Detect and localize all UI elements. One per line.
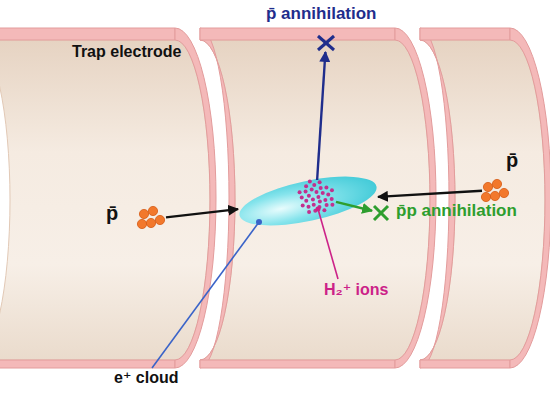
positron-cloud: e⁺ cloudH₂⁺ ions <box>238 172 378 230</box>
antiproton-dot <box>148 206 157 215</box>
antiproton-dot <box>490 191 499 200</box>
electrode-rim <box>420 360 510 368</box>
ion-dot <box>304 189 308 193</box>
arrow-connector <box>336 202 372 211</box>
trap-electrode <box>420 28 550 368</box>
ion-dot <box>322 208 326 212</box>
annihilation-mark-shape <box>316 34 336 52</box>
annihilation-label: p̄p annihilation <box>396 201 517 221</box>
ion-dot <box>330 197 334 201</box>
electrode-rim <box>0 360 175 368</box>
ion-dot <box>312 203 316 207</box>
electrode-end-face <box>510 28 550 368</box>
ion-label: H₂⁺ ions <box>324 280 388 299</box>
ion-dot <box>307 205 311 209</box>
antiproton-cluster: p̄ <box>482 178 510 202</box>
ion-cluster-shape <box>296 180 336 214</box>
ion-dot <box>324 186 328 190</box>
cross-mark <box>318 36 334 50</box>
ion-dot <box>308 179 312 183</box>
leader-line <box>318 209 338 279</box>
cloud-label: e⁺ cloud <box>114 368 178 387</box>
electrode-end-face <box>200 28 235 368</box>
electrode-inner-wall <box>420 40 545 360</box>
ion-dot <box>326 193 330 197</box>
ion-dot <box>325 203 329 207</box>
ion-dot <box>313 209 317 213</box>
electrode-end-face <box>420 28 455 368</box>
antiproton-cluster-shape <box>138 205 166 233</box>
leader-dot <box>256 219 262 225</box>
part-name: Trap electrode <box>72 42 181 61</box>
cross-mark <box>318 36 334 50</box>
electrode-inner-wall <box>0 40 210 360</box>
ion-dot <box>307 194 311 198</box>
antiproton-dot <box>146 218 155 227</box>
ion-dot <box>316 195 320 199</box>
ion-dot <box>314 190 318 194</box>
particle-label: p̄ <box>106 201 118 225</box>
ion-dot <box>307 210 311 214</box>
arrow-connector <box>378 191 482 197</box>
electrode-rim <box>200 28 395 40</box>
annihilation-mark-shape <box>372 204 390 222</box>
antiproton-cluster-shape <box>482 178 510 202</box>
trap-electrode <box>200 28 436 368</box>
antiproton-dot <box>137 219 146 228</box>
antiproton-dot <box>483 182 492 191</box>
antiproton-dot <box>499 188 508 197</box>
ion-dot <box>318 180 322 184</box>
arrow-connector <box>317 52 325 180</box>
annihilation-label: p̄ annihilation <box>266 4 377 24</box>
cross-mark <box>374 206 388 220</box>
cross-mark <box>374 206 388 220</box>
electrode-rim <box>0 28 175 40</box>
ion-dot <box>300 196 304 200</box>
ion-dot <box>304 199 308 203</box>
electrode-rim <box>200 360 395 368</box>
ion-cluster: H₂⁺ ions <box>296 180 336 214</box>
ion-dot <box>301 203 305 207</box>
ion-dot <box>311 198 315 202</box>
antiproton-dot <box>492 179 501 188</box>
ion-dot <box>330 188 334 192</box>
connector-group <box>166 52 482 217</box>
ion-dot <box>330 203 334 207</box>
ion-dot <box>304 184 308 188</box>
ion-dot <box>317 205 321 209</box>
antiproton-dot <box>155 215 164 224</box>
antiproton-cluster: p̄ <box>138 205 166 233</box>
annihilation-mark: p̄ annihilation <box>316 34 336 52</box>
antiproton-dot <box>481 192 490 201</box>
electrode-end-face <box>175 28 216 368</box>
leader-dot <box>316 207 321 212</box>
leader-line <box>152 222 259 368</box>
ion-dot <box>323 198 327 202</box>
ion-dot <box>321 191 325 195</box>
particle-label: p̄ <box>506 148 518 172</box>
trap-electrode <box>0 28 216 368</box>
ion-dot <box>298 190 302 194</box>
electrode-end-face <box>395 28 436 368</box>
antiproton-dot <box>139 209 148 218</box>
annihilation-mark: p̄p annihilation <box>372 204 390 222</box>
arrow-connector <box>166 209 238 217</box>
ion-dot <box>312 183 316 187</box>
electrode-rim <box>420 28 510 40</box>
positron-ellipse <box>235 167 380 235</box>
ion-dot <box>310 187 314 191</box>
ion-dot <box>319 186 323 190</box>
ion-dot <box>318 200 322 204</box>
